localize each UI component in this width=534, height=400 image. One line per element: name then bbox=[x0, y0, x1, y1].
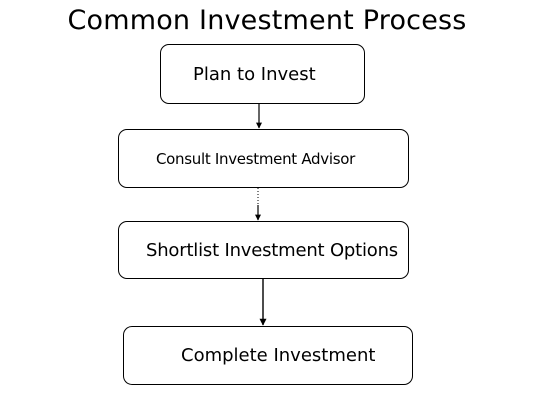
step-label: Consult Investment Advisor bbox=[156, 149, 355, 168]
step-box-complete-investment: Complete Investment bbox=[123, 326, 413, 385]
step-label: Complete Investment bbox=[181, 345, 376, 366]
step-label: Plan to Invest bbox=[193, 63, 316, 85]
step-box-plan-to-invest: Plan to Invest bbox=[160, 44, 365, 104]
step-label: Shortlist Investment Options bbox=[146, 239, 398, 261]
step-box-shortlist-investment-options: Shortlist Investment Options bbox=[118, 221, 409, 279]
step-box-consult-investment-advisor: Consult Investment Advisor bbox=[118, 129, 409, 188]
diagram-title: Common Investment Process bbox=[67, 5, 467, 36]
